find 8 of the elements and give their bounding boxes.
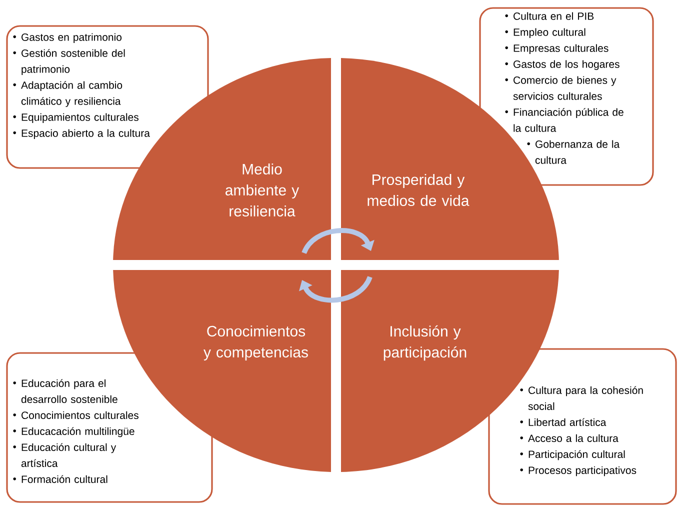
bullet-item: Formación cultural — [13, 475, 108, 484]
list-box — [488, 348, 677, 505]
bullet-item: Gastos en patrimonio — [13, 33, 122, 43]
list-box — [6, 25, 209, 169]
bullet-item: Cultura en el PIB — [505, 12, 594, 20]
bullet-item: Empleo cultural — [505, 28, 586, 38]
list-box — [479, 7, 654, 186]
bullet-item: Empresas culturales — [505, 44, 608, 54]
